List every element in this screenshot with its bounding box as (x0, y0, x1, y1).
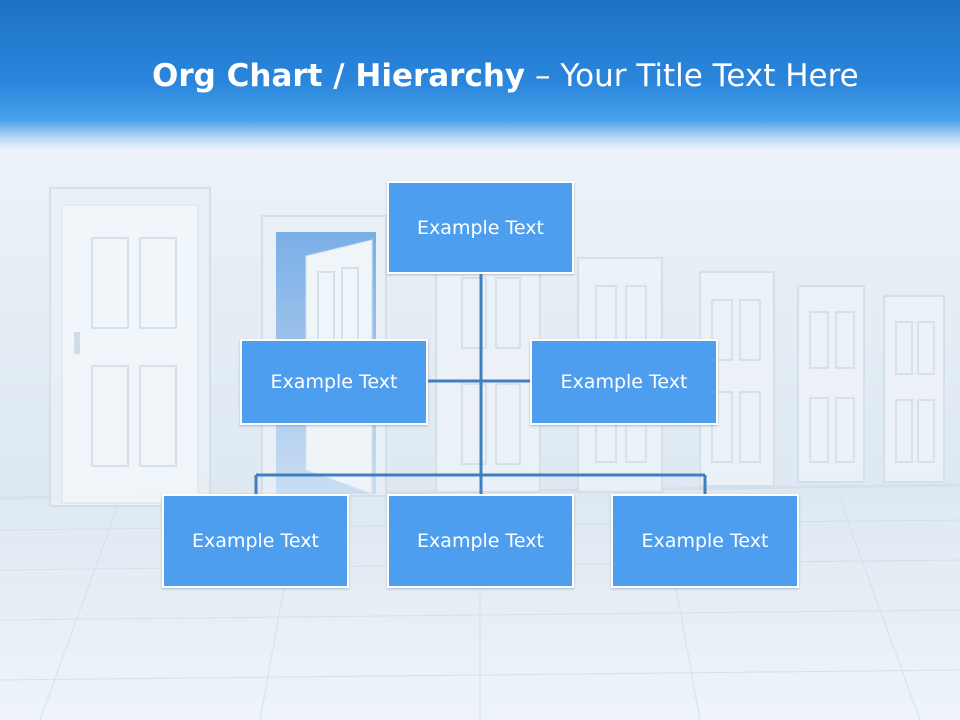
door-3 (435, 251, 541, 493)
org-node-root[interactable]: Example Text (387, 181, 574, 274)
title-bold: Org Chart / Hierarchy (152, 58, 526, 94)
org-node-label: Example Text (641, 530, 769, 552)
org-node-label: Example Text (192, 530, 319, 552)
org-node-bottom-center[interactable]: Example Text (387, 494, 574, 588)
door-1 (49, 187, 211, 507)
org-node-middle-right[interactable]: Example Text (530, 339, 718, 425)
org-node-label: Example Text (560, 371, 688, 393)
door-6 (797, 285, 865, 483)
title-rest: Your Title Text Here (560, 58, 859, 94)
org-node-bottom-right[interactable]: Example Text (611, 494, 799, 588)
org-node-label: Example Text (417, 530, 544, 552)
org-node-label: Example Text (417, 216, 544, 239)
org-node-middle-left[interactable]: Example Text (240, 339, 428, 425)
title-separator: – (525, 58, 561, 94)
slide-title: Org Chart / Hierarchy – Your Title Text … (152, 52, 859, 102)
door-7 (883, 295, 945, 483)
org-node-bottom-left[interactable]: Example Text (162, 494, 349, 588)
org-node-label: Example Text (270, 371, 398, 393)
title-bar (0, 0, 960, 150)
